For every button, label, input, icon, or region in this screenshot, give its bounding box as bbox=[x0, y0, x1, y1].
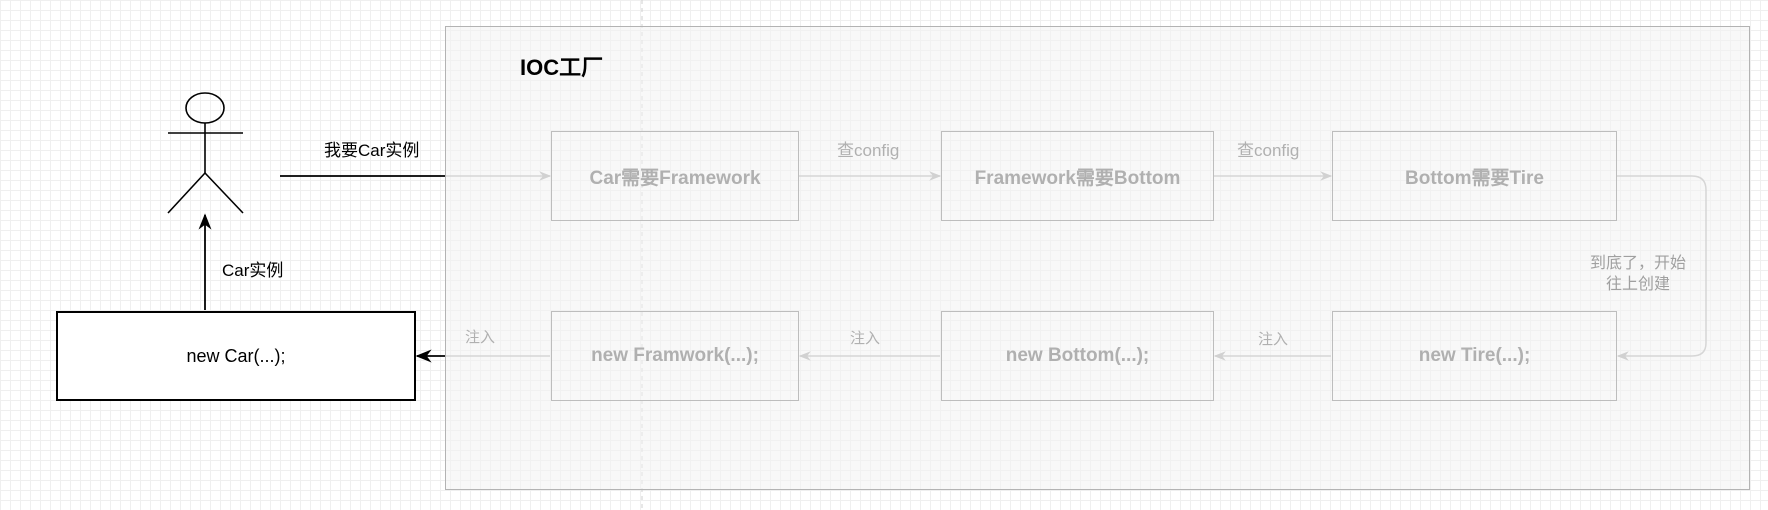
inject-label-2: 注入 bbox=[850, 329, 881, 347]
new-bottom-box[interactable]: new Bottom(...); bbox=[941, 311, 1214, 401]
bottom-reached-label-line2: 往上创建 bbox=[1605, 273, 1670, 293]
car-instance-label: Car实例 bbox=[222, 261, 284, 280]
bottom-reached-label-line1: 到底了，开始 bbox=[1589, 253, 1686, 272]
car-needs-framework-box[interactable]: Car需要Framework bbox=[551, 131, 799, 221]
new-framework-box[interactable]: new Framwork(...); bbox=[551, 311, 799, 401]
actor-figure bbox=[167, 92, 244, 214]
inject-label-1: 注入 bbox=[1258, 330, 1289, 348]
lookup-label-2: 查config bbox=[1237, 141, 1300, 160]
bottom-needs-tire-box[interactable]: Bottom需要Tire bbox=[1332, 131, 1617, 221]
ioc-factory-container bbox=[445, 26, 1750, 490]
ioc-factory-title: IOC工厂 bbox=[520, 55, 604, 80]
actor-left-leg bbox=[167, 172, 206, 214]
framework-needs-bottom-box[interactable]: Framework需要Bottom bbox=[941, 131, 1214, 221]
new-car-box[interactable]: new Car(...); bbox=[56, 311, 416, 401]
lookup-label-1: 查config bbox=[837, 141, 900, 160]
new-tire-box[interactable]: new Tire(...); bbox=[1332, 311, 1617, 401]
request-label: 我要Car实例 bbox=[324, 141, 420, 160]
actor-right-leg bbox=[204, 172, 244, 214]
inject-label-3: 注入 bbox=[465, 328, 496, 346]
actor-head bbox=[185, 92, 225, 124]
bottom-reached-label: 到底了，开始 往上创建 bbox=[1568, 253, 1708, 295]
